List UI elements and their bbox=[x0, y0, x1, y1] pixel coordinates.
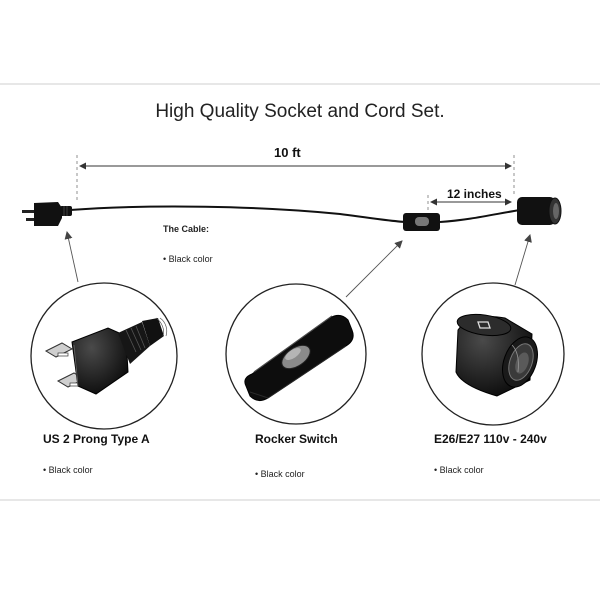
cable-lead bbox=[439, 209, 521, 223]
socket-pointer bbox=[514, 234, 532, 286]
plug-small-icon bbox=[22, 202, 72, 226]
rocker-switch-icon bbox=[244, 314, 354, 402]
socket-small-icon bbox=[517, 197, 562, 225]
switch-small-icon bbox=[403, 213, 440, 231]
switch-label: Rocker Switch bbox=[255, 432, 338, 446]
total-length-label: 10 ft bbox=[274, 145, 301, 160]
cable bbox=[69, 205, 406, 223]
switch-pointer bbox=[345, 240, 403, 298]
socket-lead-label: 12 inches bbox=[447, 187, 502, 201]
socket-label: E26/E27 110v - 240v bbox=[434, 432, 547, 446]
length-dimension bbox=[76, 155, 515, 200]
lead-dimension bbox=[427, 195, 512, 215]
plug-pointer bbox=[64, 231, 79, 283]
switch-color: • Black color bbox=[255, 469, 305, 479]
plug-color: • Black color bbox=[43, 465, 93, 475]
plug-label: US 2 Prong Type A bbox=[43, 432, 150, 446]
cable-color: • Black color bbox=[163, 254, 213, 264]
cable-heading: The Cable: bbox=[163, 224, 210, 234]
page-title: High Quality Socket and Cord Set. bbox=[155, 101, 445, 122]
us-plug-icon bbox=[44, 317, 168, 395]
socket-color: • Black color bbox=[434, 465, 484, 475]
lamp-socket-icon bbox=[455, 313, 538, 397]
